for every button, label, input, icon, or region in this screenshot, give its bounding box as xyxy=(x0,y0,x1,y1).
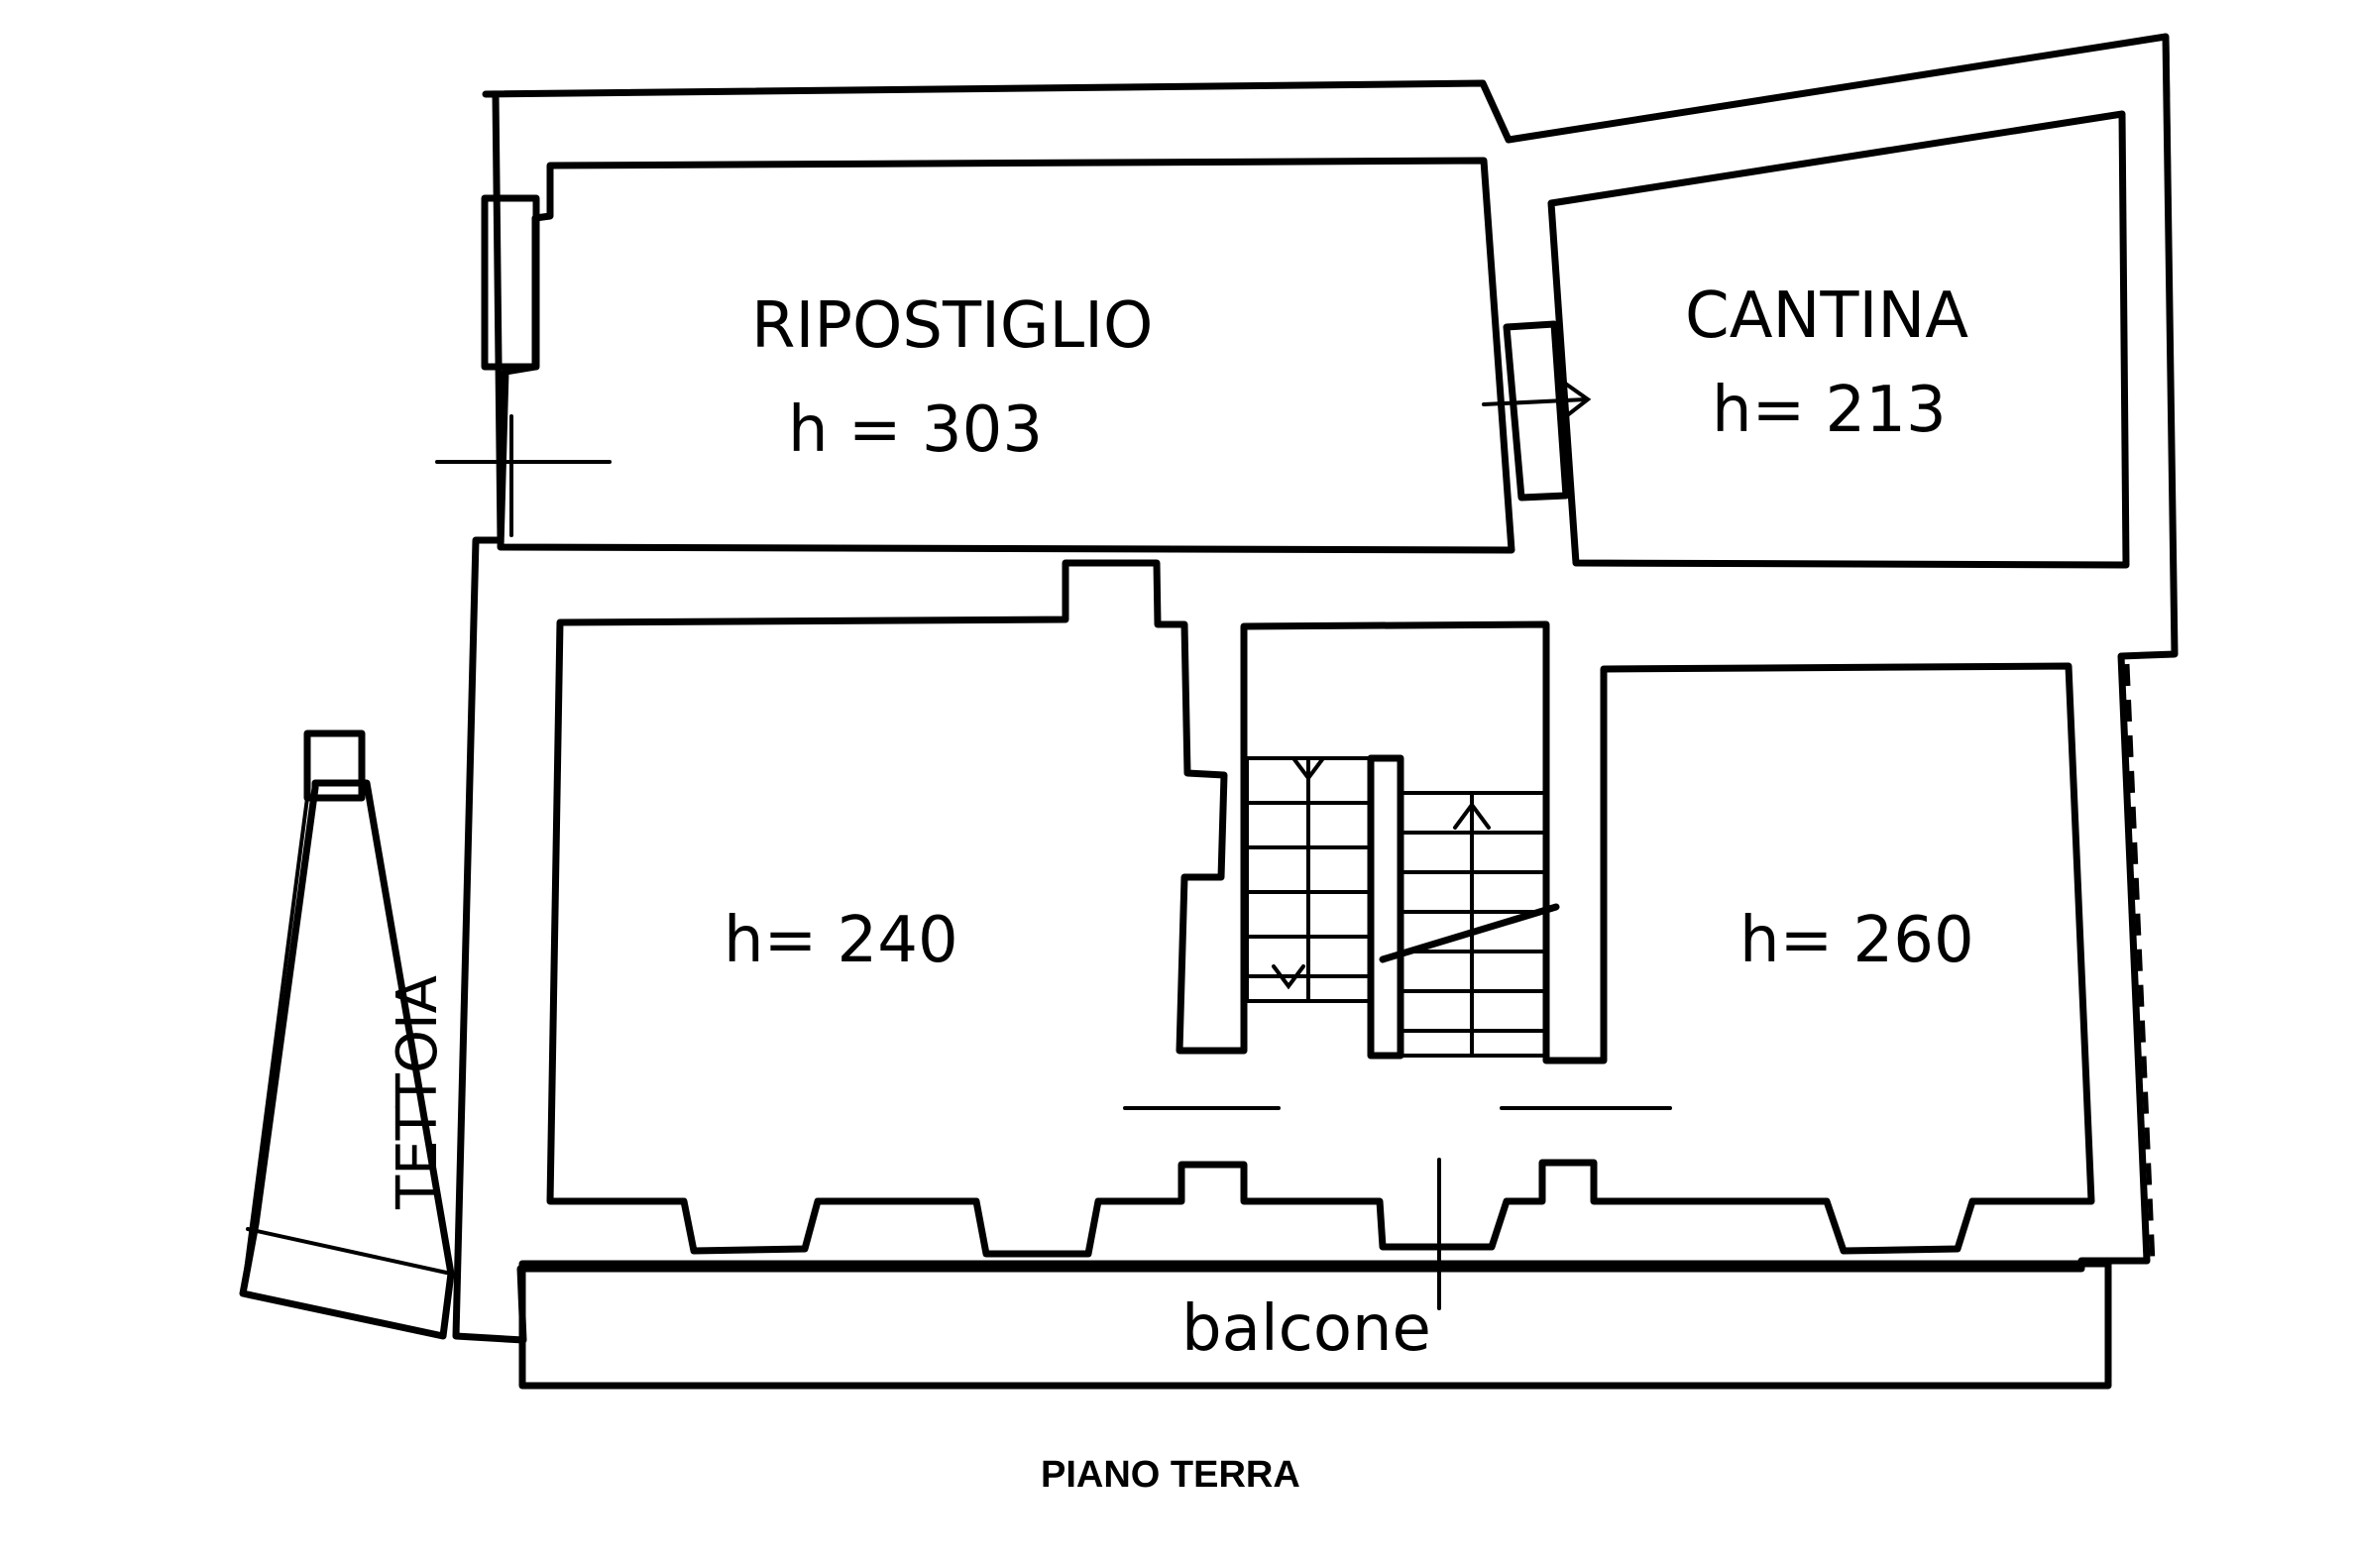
ripostiglio-height: h = 303 xyxy=(788,393,1043,467)
stair-arrow-down xyxy=(1272,964,1305,990)
left-room-height: h= 240 xyxy=(724,904,958,977)
cantina-name: CANTINA xyxy=(1685,280,1968,353)
tettoia-post xyxy=(303,729,366,802)
outer-wall xyxy=(452,33,2179,1344)
right-room-height: h= 260 xyxy=(1739,904,1974,977)
tettoia xyxy=(239,779,455,1340)
left-room xyxy=(546,559,2095,1258)
ripostiglio-window xyxy=(481,194,540,371)
ripostiglio-room xyxy=(497,157,1515,554)
stair-arrow xyxy=(1379,903,1560,963)
boundary-dashed-upper xyxy=(2164,39,2178,655)
cantina-height: h= 213 xyxy=(1712,374,1947,447)
stair-arrow-up xyxy=(1453,801,1491,830)
stair-arrow-top xyxy=(1291,756,1325,782)
door-arrow xyxy=(1482,397,1588,406)
balcone xyxy=(518,1260,2112,1390)
boundary-dashed-lower xyxy=(2124,663,2156,1265)
plan-caption: PIANO TERRA xyxy=(1041,1454,1300,1496)
tettoia-label: TETTOIA xyxy=(386,975,450,1210)
tettoia-cross xyxy=(246,1227,453,1276)
balcone-label: balcone xyxy=(1181,1292,1431,1366)
cantina-door xyxy=(1503,320,1570,502)
stair-center xyxy=(1367,754,1404,1060)
door-arrow-head xyxy=(1562,381,1592,418)
ripostiglio-name: RIPOSTIGLIO xyxy=(751,289,1153,363)
cantina-room xyxy=(1547,110,2130,569)
tettoia-inner xyxy=(241,796,309,1295)
